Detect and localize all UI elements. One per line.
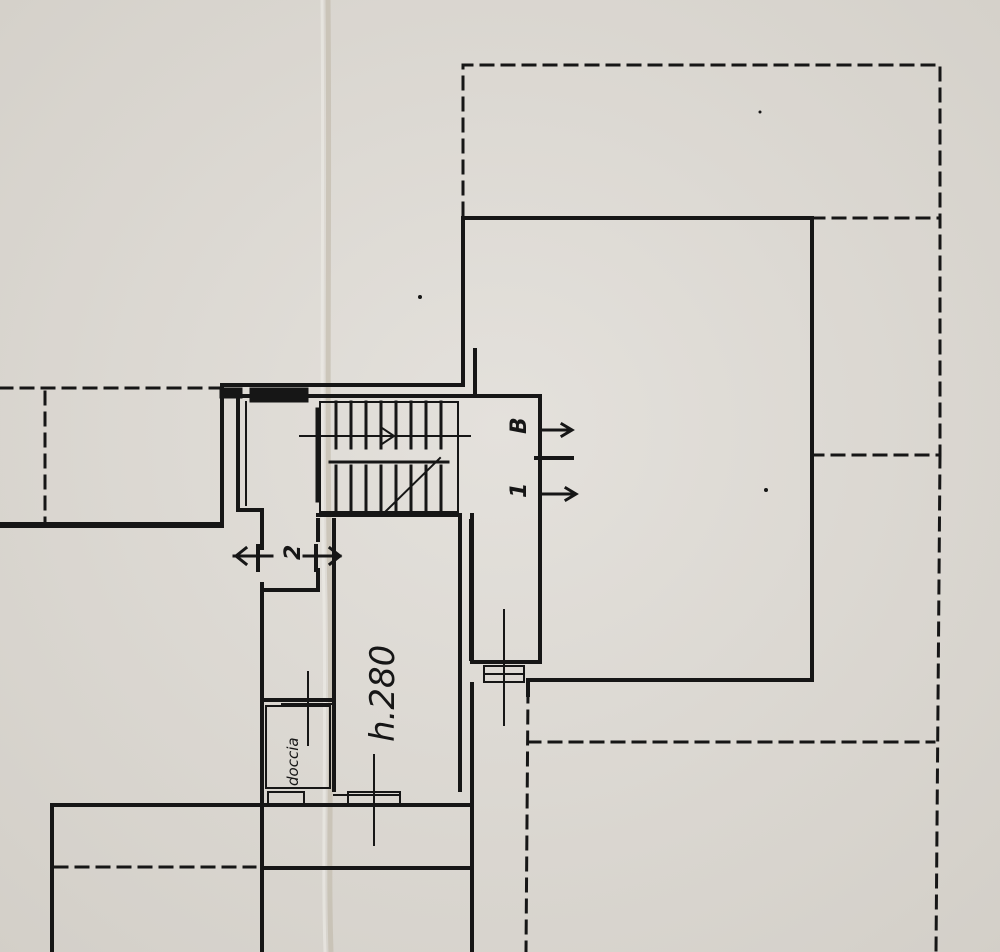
section-label-2: 2 [281, 545, 306, 560]
paper-dot [758, 110, 762, 114]
wall-block [249, 387, 309, 403]
windows [267, 609, 525, 846]
shower-box [265, 705, 331, 789]
dashed-lower-right-left [524, 688, 530, 952]
window-cross-room [333, 754, 401, 846]
height-note: h.280 [363, 645, 403, 742]
window-bath [267, 791, 305, 807]
section-label-b: B [507, 417, 532, 434]
stair-treads-lower [334, 464, 443, 514]
section-label-1: 1 [507, 483, 532, 498]
paper-dot [764, 488, 768, 492]
stair-direction-line [383, 456, 442, 514]
large-room-outline [461, 216, 814, 682]
section-arrow-2-right-icon [302, 545, 343, 567]
staircase [299, 400, 471, 514]
solid-walls [0, 216, 814, 952]
section-arrow-b-icon [538, 421, 575, 439]
paper-fold [325, 0, 334, 952]
shower-label: doccia [284, 737, 302, 786]
stair-arrow-icon [380, 426, 396, 446]
dashed-outlines [0, 63, 942, 952]
section-markers [232, 416, 579, 572]
section-arrow-1-icon [538, 485, 579, 503]
corridor-left-wall [236, 394, 264, 550]
shaft-walls [470, 394, 542, 664]
section-arrow-2-left-icon [232, 545, 274, 567]
wall-corner-block [219, 387, 243, 399]
stair-treads-upper [334, 400, 443, 450]
shower-cross [281, 671, 335, 746]
paper-dot [418, 295, 422, 299]
dashed-right-edge [934, 453, 942, 952]
dashed-upper-right [461, 63, 942, 457]
